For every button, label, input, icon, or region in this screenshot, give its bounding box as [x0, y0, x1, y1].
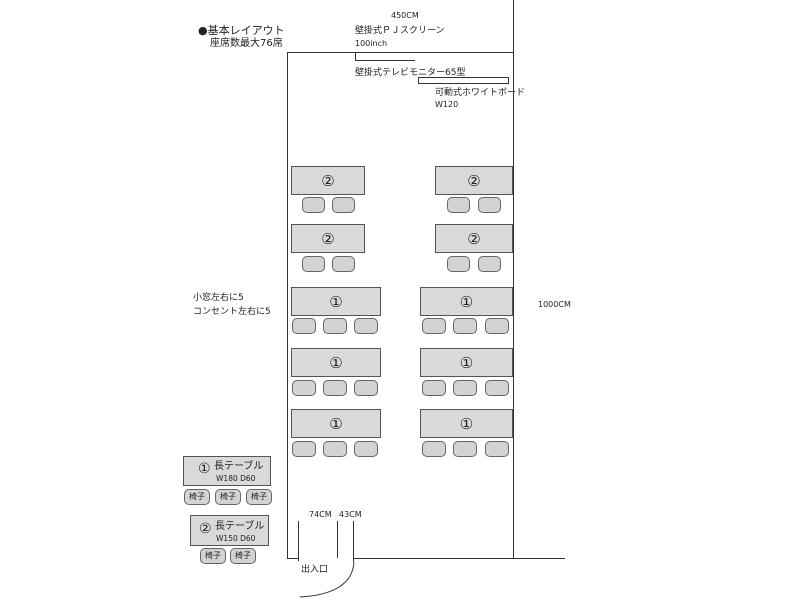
chair	[453, 380, 477, 396]
screen-label: 壁掛式ＰＪスクリーン	[355, 26, 445, 36]
chair	[453, 318, 477, 334]
chair	[485, 441, 509, 457]
legend-table-type1-name: 長テーブル	[214, 461, 264, 472]
chair	[302, 256, 325, 272]
table-type1-row3-right: ①	[420, 409, 513, 438]
windows-note: 小窓左右に5	[193, 293, 244, 303]
chair	[302, 197, 325, 213]
room-width-label: 450CM	[391, 11, 419, 20]
table-type2-row2-right: ②	[435, 224, 513, 253]
whiteboard	[418, 77, 509, 84]
table-type2-row1-right: ②	[435, 166, 513, 195]
chair	[292, 380, 316, 396]
legend-table-type1-size: W180 D60	[216, 474, 256, 483]
layout-heading: ●基本レイアウト	[198, 24, 285, 37]
table-type1-row3-left: ①	[291, 409, 381, 438]
legend-chair: 椅子	[184, 489, 210, 505]
door-main-width-label: 74CM	[309, 510, 332, 519]
chair	[447, 197, 470, 213]
legend-table-type1-number: ①	[198, 461, 211, 477]
room-length-label: 1000CM	[538, 300, 571, 309]
chair	[447, 256, 470, 272]
chair	[292, 318, 316, 334]
outlets-note: コンセント左右に5	[193, 307, 271, 317]
chair	[478, 197, 501, 213]
table-type1-row1-left: ①	[291, 287, 381, 316]
whiteboard-size-label: W120	[435, 100, 459, 109]
legend-table-type1: ① 長テーブル W180 D60	[183, 456, 271, 486]
table-type2-row1-left: ②	[291, 166, 365, 195]
chair	[354, 441, 378, 457]
seat-capacity: 座席数最大76席	[210, 38, 283, 49]
table-type1-row2-left: ①	[291, 348, 381, 377]
chair	[422, 380, 446, 396]
chair	[323, 380, 347, 396]
legend-chair: 椅子	[215, 489, 241, 505]
chair	[332, 197, 355, 213]
whiteboard-label: 可動式ホワイトボード	[435, 88, 526, 98]
legend-table-type2-name: 長テーブル	[215, 521, 265, 532]
tv-monitor-label: 壁掛式テレビモニター65型	[355, 68, 466, 78]
entrance-label: 出入口	[301, 565, 329, 575]
chair	[478, 256, 501, 272]
table-type1-row1-right: ①	[420, 287, 513, 316]
door-swing-arc	[299, 561, 355, 598]
chair	[485, 380, 509, 396]
chair	[422, 318, 446, 334]
legend-table-type2: ② 長テーブル W150 D60	[190, 515, 269, 546]
table-type1-row2-right: ①	[420, 348, 513, 377]
legend-table-type2-size: W150 D60	[216, 534, 256, 543]
chair	[422, 441, 446, 457]
chair	[485, 318, 509, 334]
legend-chair: 椅子	[246, 489, 272, 505]
chair	[292, 441, 316, 457]
chair	[323, 318, 347, 334]
door-side-width-label: 43CM	[339, 510, 362, 519]
chair	[332, 256, 355, 272]
legend-chair: 椅子	[230, 548, 256, 564]
chair	[354, 318, 378, 334]
chair	[354, 380, 378, 396]
legend-table-type2-number: ②	[199, 521, 212, 537]
legend-chair: 椅子	[200, 548, 226, 564]
chair	[453, 441, 477, 457]
chair	[323, 441, 347, 457]
screen-size-label: 100inch	[355, 39, 388, 48]
table-type2-row2-left: ②	[291, 224, 365, 253]
